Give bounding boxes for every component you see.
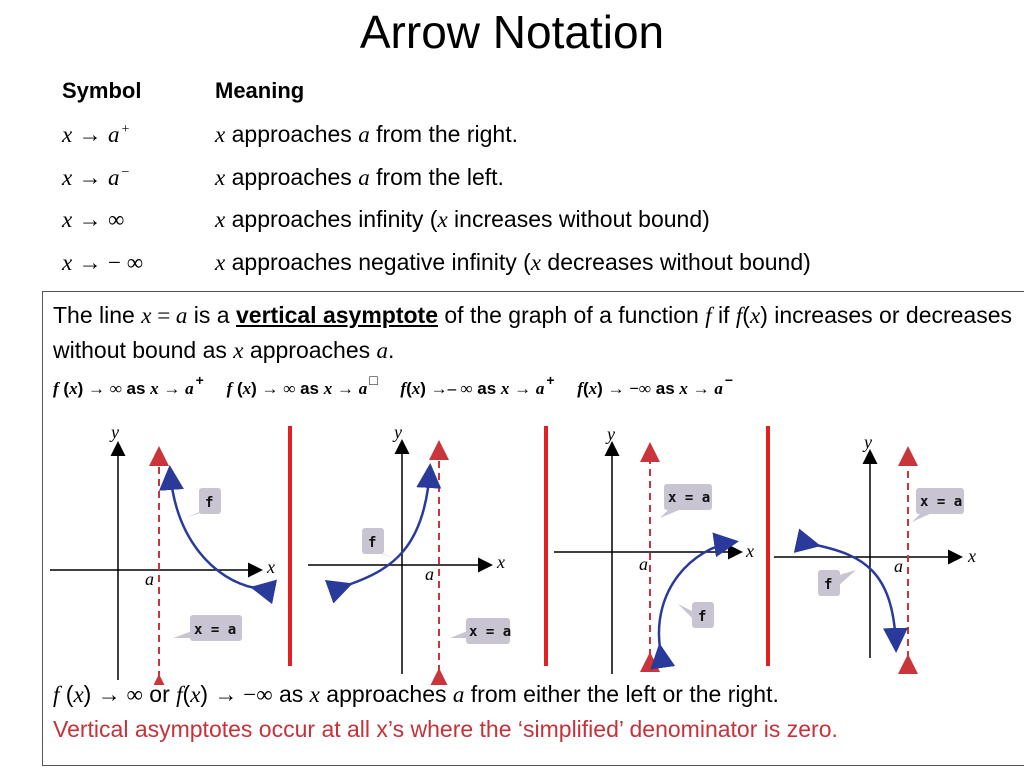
svg-text:f: f: [824, 577, 832, 593]
header-meaning: Meaning: [215, 78, 305, 103]
graph-4: y x a f x = a: [774, 432, 976, 674]
asymptote-callout: x = a: [450, 618, 511, 644]
definition-text: The line x = a is a vertical asymptote o…: [53, 302, 1013, 363]
y-label: y: [109, 422, 119, 442]
table-row: x → ∞ x approaches infinity (x increases…: [0, 206, 1024, 246]
graph-2: y x a f x = a: [308, 422, 511, 685]
symbol-cell: x → a−: [62, 165, 130, 190]
asymptote-callout: x = a: [173, 615, 242, 641]
x-label: x: [745, 541, 754, 561]
y-label: y: [605, 424, 615, 444]
table-row: x → − ∞ x approaches negative infinity (…: [0, 249, 1024, 289]
curve: [324, 463, 442, 604]
x-label: x: [967, 546, 976, 566]
limit-3: f(x) →– ∞ as x → a+: [400, 372, 555, 398]
graph-3: y x a f x = a: [554, 424, 754, 674]
symbol-cell: x → ∞: [62, 207, 125, 232]
svg-text:x = a: x = a: [469, 624, 511, 640]
a-label: a: [425, 564, 434, 584]
graph-1: y x a f x = a: [50, 422, 278, 685]
table-header: Symbol Meaning: [0, 78, 1024, 118]
a-label: a: [894, 556, 903, 576]
f-callout: f: [362, 528, 400, 560]
svg-text:x = a: x = a: [668, 490, 710, 506]
a-label: a: [639, 554, 648, 574]
graph-separator: [288, 426, 292, 666]
x-label: x: [266, 557, 275, 577]
meaning-cell: x approaches a from the left.: [215, 164, 504, 190]
asymptote-callout: x = a: [912, 488, 964, 522]
f-callout: f: [185, 488, 221, 518]
limit-2: f (x) → ∞ as x → a□: [226, 372, 378, 398]
meaning-cell: x approaches infinity (x increases witho…: [215, 206, 710, 232]
curve: [793, 528, 908, 653]
y-label: y: [392, 422, 402, 442]
asymptote-callout: x = a: [660, 484, 712, 518]
header-symbol: Symbol: [62, 78, 142, 103]
svg-text:f: f: [205, 495, 213, 511]
meaning-cell: x approaches negative infinity (x decrea…: [215, 249, 811, 275]
limit-1: f (x) → ∞ as x → a+: [53, 372, 204, 398]
summary-statement: f (x) → ∞ or f(x) → −∞ as x approaches a…: [53, 681, 779, 707]
graph-separator: [766, 426, 770, 666]
svg-text:f: f: [698, 609, 706, 625]
y-label: y: [862, 432, 872, 452]
svg-text:x = a: x = a: [194, 622, 236, 638]
a-label: a: [145, 569, 154, 589]
symbol-cell: x → − ∞: [62, 250, 144, 275]
x-label: x: [496, 552, 505, 572]
curve: [158, 465, 278, 605]
page-title: Arrow Notation: [359, 6, 665, 58]
limit-4: f(x) → −∞ as x → a−: [577, 372, 734, 398]
graph-separator: [544, 426, 548, 666]
svg-text:x = a: x = a: [920, 494, 962, 510]
limit-statements: f (x) → ∞ as x → a+ f (x) → ∞ as x → a□ …: [53, 372, 1018, 399]
f-callout: f: [818, 570, 856, 596]
f-callout: f: [678, 602, 714, 628]
vertical-asymptote-term: vertical asymptote: [236, 302, 438, 328]
table-row: x → a− x approaches a from the left.: [0, 164, 1024, 204]
symbol-cell: x → a+: [62, 122, 130, 147]
asymptote-note: Vertical asymptotes occur at all x’s whe…: [53, 716, 838, 742]
curve: [650, 532, 739, 670]
table-row: x → a+ x approaches a from the right.: [0, 121, 1024, 161]
meaning-cell: x approaches a from the right.: [215, 121, 518, 147]
svg-text:f: f: [368, 535, 376, 551]
